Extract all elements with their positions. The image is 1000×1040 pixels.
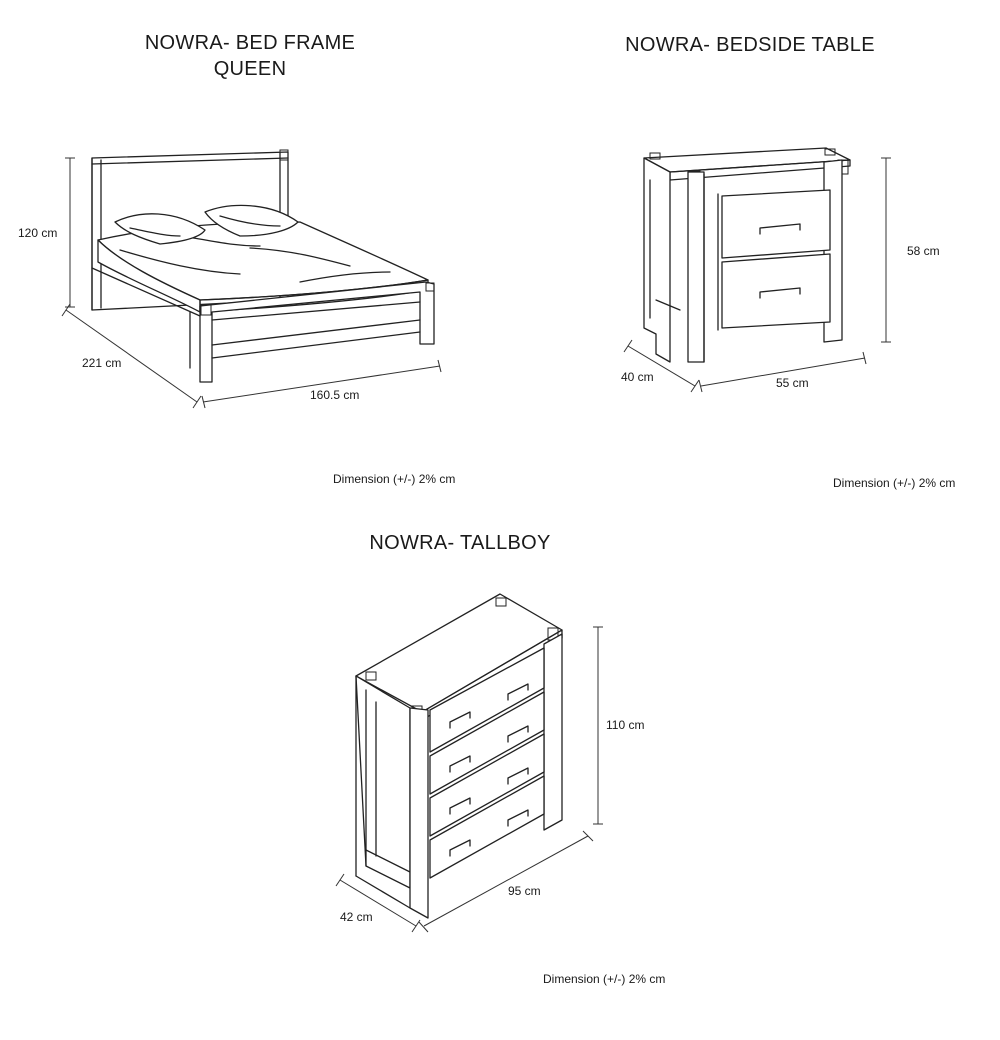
tallboy-width-dimension-line (423, 835, 589, 927)
tallboy-height-label: 110 cm (606, 718, 645, 732)
bedside-dimension-note: Dimension (+/-) 2% cm (833, 476, 956, 490)
tallboy-width-label: 95 cm (508, 884, 541, 898)
bedside-width-label: 55 cm (776, 376, 809, 390)
bed-pillows (114, 204, 299, 245)
tallboy-drawer-1 (429, 647, 545, 753)
bedside-height-label: 58 cm (907, 244, 940, 258)
bed-dimension-note: Dimension (+/-) 2% cm (333, 472, 456, 486)
bedside-depth-label: 40 cm (621, 370, 654, 384)
tallboy-drawer-2 (429, 691, 545, 795)
bed-frame-drawing (61, 149, 442, 409)
bedside-table-drawing (623, 147, 891, 393)
tallboy-front-right-leg (543, 633, 563, 831)
bed-length-label: 221 cm (82, 356, 122, 370)
bed-footboard (91, 267, 435, 383)
bed-length-dimension-line (65, 309, 198, 403)
bed-width-dimension-line (202, 365, 441, 403)
bed-height-label: 120 cm (18, 226, 58, 240)
bed-title-line1: NOWRA- BED FRAME (144, 32, 356, 54)
tallboy-front-left-leg (409, 707, 429, 919)
bed-width-label: 160.5 cm (310, 388, 360, 402)
tallboy-depth-label: 42 cm (340, 910, 373, 924)
tallboy-dimension-note: Dimension (+/-) 2% cm (543, 972, 666, 986)
bed-title: NOWRA- BED FRAME QUEEN (110, 30, 390, 82)
tallboy-drawing (335, 593, 603, 933)
bed-title-line2: QUEEN (213, 58, 287, 80)
tallboy-title: NOWRA- TALLBOY (369, 532, 551, 554)
tallboy-drawer-4 (429, 775, 545, 879)
bedside-title: NOWRA- BEDSIDE TABLE (625, 34, 875, 56)
tallboy-drawer-3 (429, 733, 545, 837)
bedside-depth-dimension-line (627, 345, 696, 387)
bedside-front-left-leg (687, 171, 705, 363)
tallboy-depth-dimension-line (339, 879, 417, 927)
bedside-width-dimension-line (700, 357, 866, 387)
bedside-drawer-top (721, 189, 831, 259)
